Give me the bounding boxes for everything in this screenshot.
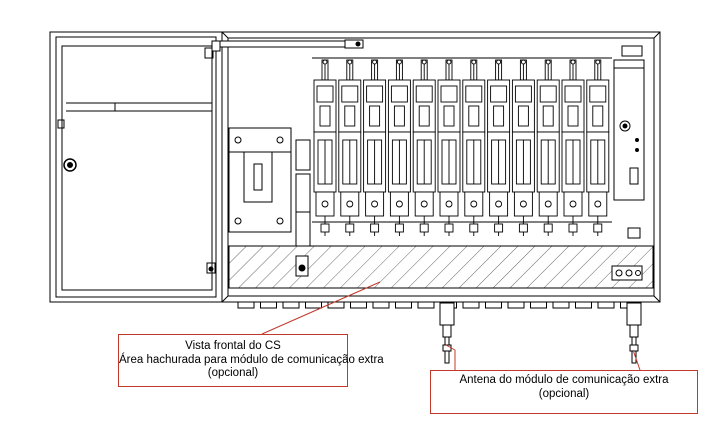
door-stay: [211, 39, 364, 52]
callout-front-line2: Área hachurada para módulo de comunicaçã…: [119, 353, 384, 366]
breaker-module: [586, 59, 610, 236]
cable-gland: [417, 301, 435, 309]
cable-gland: [237, 301, 255, 309]
cable-gland: [552, 301, 570, 309]
breaker-module: [437, 59, 461, 236]
callout-leaders: [261, 281, 641, 371]
callout-antenna: Antena do módulo de comunicação extra (o…: [430, 370, 698, 414]
main-breaker: [228, 127, 292, 233]
callout-antenna-line2: (opcional): [538, 387, 590, 400]
cable-gland: [395, 301, 412, 309]
breaker-module: [487, 59, 511, 236]
callout-front-view: Vista frontal do CS Área hachurada para …: [118, 334, 384, 387]
antenna-right: [626, 302, 642, 364]
breaker-module: [338, 59, 362, 236]
terminal-block: [611, 265, 643, 281]
door-lock-icon: [63, 158, 77, 172]
cable-gland: [507, 301, 525, 309]
breaker-module: [561, 59, 585, 236]
breaker-module: [313, 59, 337, 236]
callout-front-line1: Vista frontal do CS: [185, 340, 281, 352]
din-side-components: [295, 139, 311, 277]
breaker-module: [363, 59, 387, 236]
cable-gland: [372, 301, 390, 309]
cable-gland: [350, 301, 367, 309]
door-hinges: [204, 47, 216, 274]
cable-gland: [305, 301, 322, 309]
breaker-module: [387, 59, 411, 236]
hatched-extra-module-area: [228, 245, 654, 289]
cable-gland: [282, 301, 300, 309]
cable-gland: [485, 301, 502, 309]
cable-gland: [597, 301, 615, 309]
cable-glands: [237, 301, 637, 309]
breaker-modules: [313, 59, 610, 236]
din-rail: [312, 57, 612, 223]
breaker-module: [462, 59, 486, 236]
right-side-panel: [613, 45, 645, 239]
callout-antenna-line1: Antena do módulo de comunicação extra: [459, 374, 669, 386]
door-panel: [49, 31, 223, 303]
callout-front-line3: (opcional): [207, 367, 259, 379]
cable-gland: [327, 301, 345, 309]
breaker-module: [511, 59, 535, 236]
cable-gland: [260, 301, 277, 309]
cable-gland: [462, 301, 480, 309]
cable-gland: [575, 301, 592, 309]
breaker-module: [412, 59, 436, 236]
breaker-module: [536, 59, 560, 236]
cable-gland: [530, 301, 547, 309]
antenna-left: [439, 302, 455, 364]
